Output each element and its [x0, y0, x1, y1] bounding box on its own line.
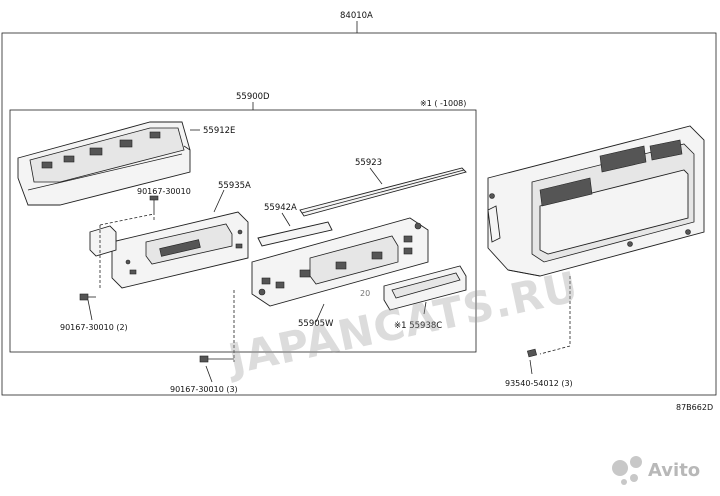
bracket-part	[17, 121, 191, 206]
svg-text:Avito: Avito	[648, 460, 700, 481]
label-screw-2: 90167-30010 (2)	[60, 323, 128, 332]
watermark-year: 20	[360, 289, 370, 298]
label-bracket: 55912E	[203, 126, 235, 136]
screw-2	[79, 293, 96, 301]
label-panel: 55935A	[218, 181, 251, 191]
label-note: ※1 ( -1008)	[420, 99, 466, 108]
panel-part	[111, 211, 249, 289]
screw-4	[526, 348, 538, 358]
label-screw-3: 90167-30010 (3)	[170, 385, 238, 394]
plate-part	[383, 265, 467, 311]
panel-clip	[89, 225, 117, 257]
lens-part	[257, 221, 333, 247]
screw-3	[199, 355, 234, 363]
assembly-frame	[1, 32, 717, 396]
label-screw-1: 90167-30010	[137, 187, 191, 196]
subassembly-frame	[9, 109, 477, 353]
housing-part	[487, 125, 705, 277]
control-part	[251, 217, 429, 307]
trim-part	[299, 167, 467, 217]
screw-1	[149, 195, 159, 222]
label-lens: 55942A	[264, 203, 297, 213]
label-subassembly: 55900D	[236, 92, 270, 102]
label-screw-4: 93540-54012 (3)	[505, 379, 573, 388]
diagram-code: 87B662D	[676, 403, 713, 412]
label-control: 55905W	[298, 319, 334, 329]
label-assembly: 84010A	[340, 11, 373, 21]
avito-logo: Avito	[612, 456, 700, 485]
label-plate: ※1 55938C	[394, 321, 442, 331]
label-trim: 55923	[355, 158, 382, 168]
